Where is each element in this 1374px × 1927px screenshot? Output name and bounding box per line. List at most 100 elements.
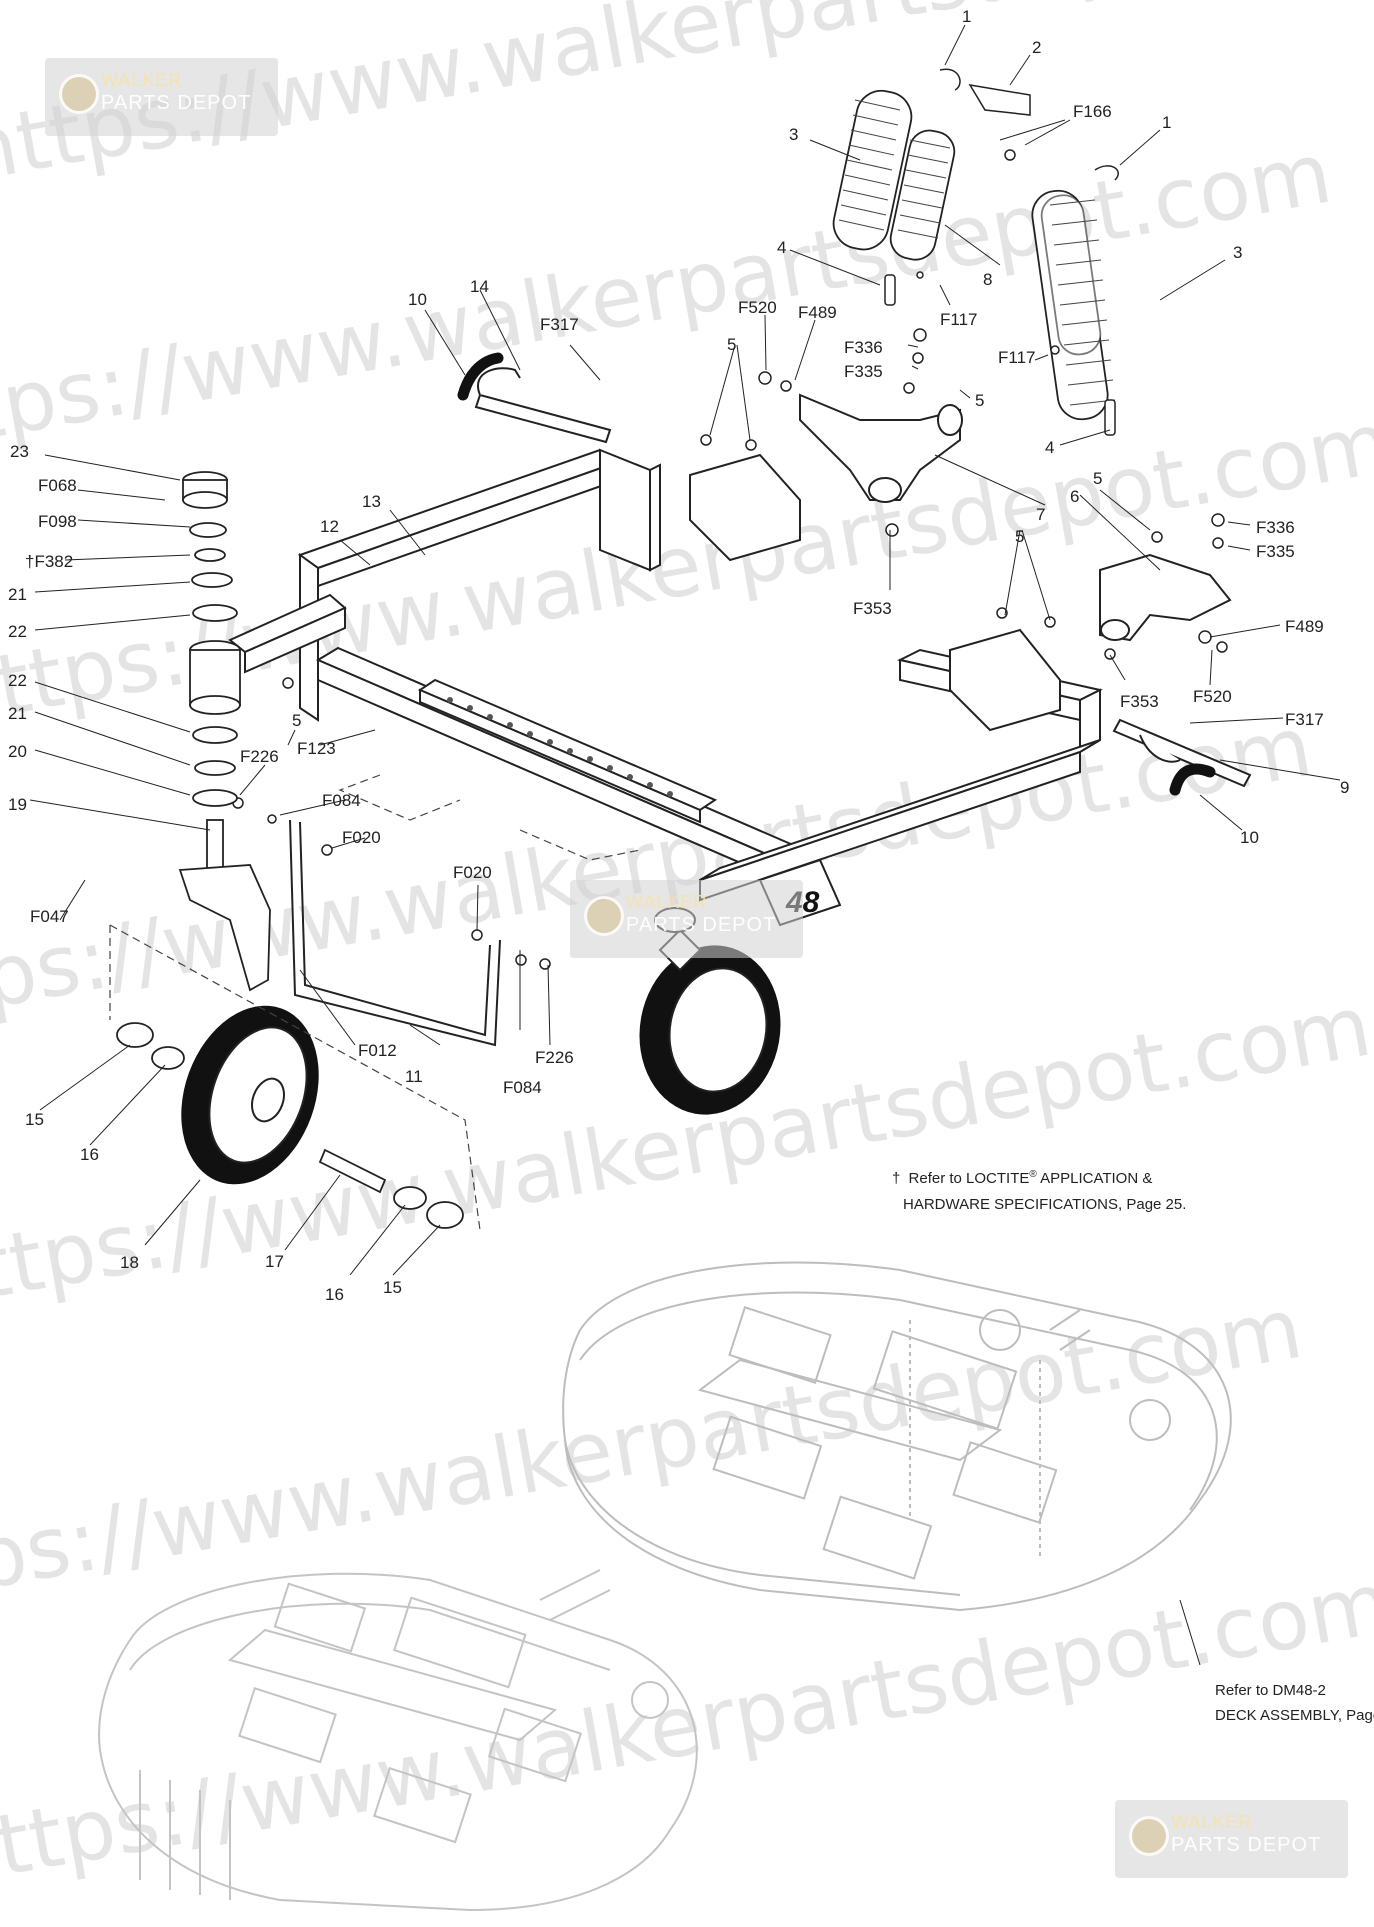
callout-F317: F317	[540, 315, 579, 334]
callout-18: 18	[120, 1253, 139, 1272]
callout-F317: F317	[1285, 710, 1324, 729]
deck-note: Refer to DM48-2 DECK ASSEMBLY, Page	[1215, 1682, 1374, 1724]
callout-4: 4	[777, 238, 786, 257]
callout-4: 4	[1045, 438, 1054, 457]
logo-line2: PARTS DEPOT	[101, 92, 252, 114]
logo-line2: PARTS DEPOT	[1171, 1834, 1322, 1856]
deck-assembly-ghost-left	[98, 1569, 698, 1912]
callout-10: 10	[408, 290, 427, 309]
svg-text:† Refer to LOCTITE® APPL: † Refer to LOCTITE® APPLICATION &	[892, 1169, 1152, 1187]
callout-F047: F047	[30, 907, 69, 926]
loctite-note: † Refer to LOCTITE® APPLICATION & HARDWA…	[892, 1169, 1186, 1213]
pivot-arms	[799, 393, 1232, 642]
callout-labels: 1 2 F166 3 1 3 4 8 F117 10 14 F317 F520 …	[8, 7, 1349, 1304]
loctite-line1b: APPLICATION &	[1037, 1170, 1153, 1187]
callout-20: 20	[8, 742, 27, 761]
callout-F489: F489	[1285, 617, 1324, 636]
spring-parts	[832, 89, 1109, 421]
callout-21: 21	[8, 704, 27, 723]
callout-F336: F336	[1256, 518, 1295, 537]
loctite-line1: Refer to LOCTITE	[909, 1170, 1030, 1187]
callout-17: 17	[265, 1252, 284, 1271]
logo-line1: WALKER	[1171, 1812, 1253, 1832]
watermark-line: https://www.walkerpartsdepot.com	[0, 1279, 1309, 1630]
callout-19: 19	[8, 795, 27, 814]
watermark-logo: WALKER PARTS DEPOT	[45, 58, 278, 136]
small-hardware	[232, 68, 1228, 970]
callout-F084: F084	[322, 791, 361, 810]
callout-3: 3	[789, 125, 798, 144]
guide-lines	[109, 774, 641, 1231]
callout-14: 14	[470, 277, 489, 296]
callout-F166: F166	[1073, 102, 1112, 121]
caster-stack	[178, 471, 271, 992]
walker-logo-icon	[59, 74, 99, 114]
callout-12: 12	[320, 517, 339, 536]
callout-13: 13	[362, 492, 381, 511]
caster-wheel-left	[181, 1005, 319, 1185]
step-plate-holes	[447, 697, 673, 797]
callout-F117: F117	[998, 348, 1036, 367]
watermark-logo: WALKER PARTS DEPOT	[570, 880, 803, 958]
callout-F226: F226	[240, 747, 279, 766]
callout-F335: F335	[844, 362, 883, 381]
callout-7: 7	[1036, 505, 1045, 524]
walker-logo-icon	[584, 896, 624, 936]
callout-F336: F336	[844, 338, 883, 357]
callout-16: 16	[325, 1285, 344, 1304]
callout-5: 5	[727, 335, 736, 354]
callout-2: 2	[1032, 38, 1041, 57]
callout-F520: F520	[738, 298, 777, 317]
callout-22: 22	[8, 671, 27, 690]
callout-F020: F020	[453, 863, 492, 882]
callout-9: 9	[1340, 778, 1349, 797]
callout-5: 5	[1093, 469, 1102, 488]
handles	[474, 367, 1252, 788]
callout-F068: F068	[38, 476, 77, 495]
logo-line2: PARTS DEPOT	[626, 914, 777, 936]
handle-grips	[457, 352, 1216, 796]
callout-15: 15	[383, 1278, 402, 1297]
callout-F335: F335	[1256, 542, 1295, 561]
deck-note-line1: Refer to DM48-2	[1215, 1682, 1326, 1699]
loctite-line2: HARDWARE SPECIFICATIONS, Page 25.	[903, 1196, 1186, 1213]
callout-1: 1	[962, 7, 971, 26]
callout-21: 21	[8, 585, 27, 604]
callout-3: 3	[1233, 243, 1242, 262]
callout-11: 11	[405, 1067, 423, 1086]
callout-F382: †F382	[25, 552, 73, 571]
leader-lines	[29, 24, 1341, 1666]
callout-F353: F353	[1120, 692, 1159, 711]
callout-23: 23	[10, 442, 29, 461]
watermark-logo: WALKER PARTS DEPOT	[1115, 1800, 1348, 1878]
callout-F020: F020	[342, 828, 381, 847]
callout-F226: F226	[535, 1048, 574, 1067]
callout-22: 22	[8, 622, 27, 641]
callout-16: 16	[80, 1145, 99, 1164]
deck-note-line2: DECK ASSEMBLY, Page	[1215, 1707, 1374, 1724]
callout-F117: F117	[940, 310, 978, 329]
callout-F123: F123	[297, 739, 336, 758]
watermark-line: https://www.walkerpartsdepot.com	[0, 124, 1338, 475]
callout-F353: F353	[853, 599, 892, 618]
spring-coils	[838, 99, 1116, 406]
loctite-dagger: †	[892, 1170, 900, 1187]
callout-F489: F489	[798, 303, 837, 322]
callout-8: 8	[983, 270, 992, 289]
lift-rod	[289, 819, 501, 1047]
deck-assembly-ghost-right	[562, 1261, 1232, 1612]
loctite-reg: ®	[1029, 1169, 1037, 1180]
callout-F098: F098	[38, 512, 77, 531]
callout-F012: F012	[358, 1041, 397, 1060]
walker-logo-icon	[1129, 1816, 1169, 1856]
callout-15: 15	[25, 1110, 44, 1129]
callout-F520: F520	[1193, 687, 1232, 706]
callout-10: 10	[1240, 828, 1259, 847]
callout-F084: F084	[503, 1078, 542, 1097]
deck-carrier-frame	[228, 448, 1103, 927]
callout-5: 5	[975, 391, 984, 410]
callout-5: 5	[292, 711, 301, 730]
callout-5: 5	[1015, 527, 1024, 546]
logo-line1: WALKER	[626, 892, 708, 912]
